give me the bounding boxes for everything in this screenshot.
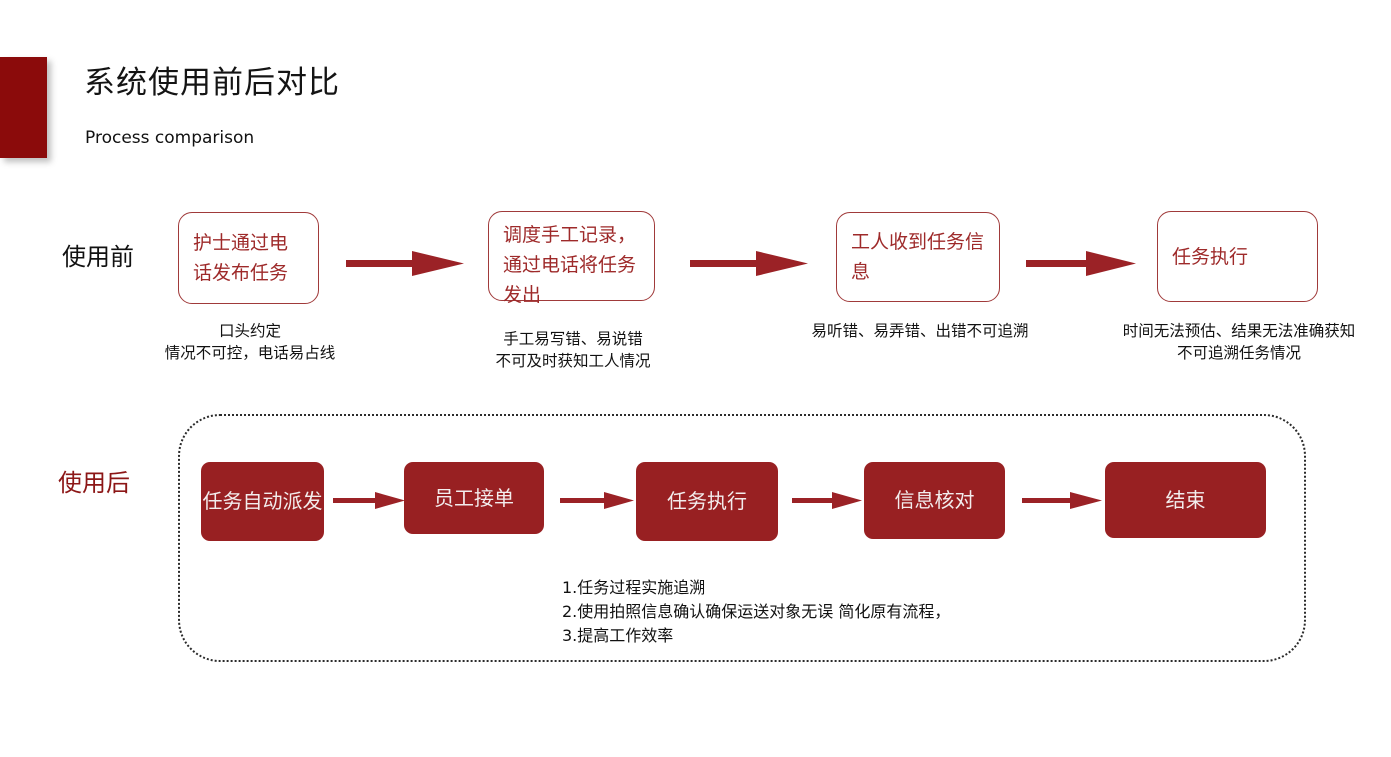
after-step-box-4[interactable]: 信息核对 xyxy=(864,462,1005,539)
before-step-caption-3: 易听错、易弄错、出错不可追溯 xyxy=(811,322,1029,340)
before-arrow-3 xyxy=(1026,251,1136,276)
before-arrow-2 xyxy=(690,251,808,276)
before-step-box-3[interactable]: 工人收到任务信息 xyxy=(836,212,1000,302)
before-step-caption-4: 时间无法预估、结果无法准确获知 不可追溯任务情况 xyxy=(1122,322,1356,362)
before-step-label-1: 护士通过电话发布任务 xyxy=(193,232,289,284)
after-benefits-list: 1.任务过程实施追溯 2.使用拍照信息确认确保运送对象无误 简化原有流程， 3.… xyxy=(562,576,950,648)
row-label-after: 使用后 xyxy=(58,469,130,497)
before-step-box-1[interactable]: 护士通过电话发布任务 xyxy=(178,212,319,304)
page-subtitle: Process comparison xyxy=(85,128,255,148)
after-step-box-5[interactable]: 结束 xyxy=(1105,462,1266,538)
before-step-caption-2: 手工易写错、易说错 不可及时获知工人情况 xyxy=(495,330,651,370)
before-step-caption-1: 口头约定 情况不可控，电话易占线 xyxy=(164,322,336,362)
after-benefit-item-3: 3.提高工作效率 xyxy=(562,626,674,645)
before-step-label-2: 调度手工记录，通过电话将任务发出 xyxy=(503,224,637,306)
before-step-label-3: 工人收到任务信息 xyxy=(851,231,985,283)
title-accent-block xyxy=(0,57,47,158)
after-step-label-5: 结束 xyxy=(1165,487,1206,512)
before-step-label-4: 任务执行 xyxy=(1172,245,1249,268)
after-arrow-1 xyxy=(333,492,405,509)
before-step-box-4[interactable]: 任务执行 xyxy=(1157,211,1318,302)
after-arrow-3 xyxy=(792,492,862,509)
after-benefit-item-1: 1.任务过程实施追溯 xyxy=(562,578,706,597)
after-flow-container xyxy=(178,414,1306,662)
after-arrow-2 xyxy=(560,492,634,509)
after-step-box-1[interactable]: 任务自动派发 xyxy=(201,462,324,541)
after-step-label-3: 任务执行 xyxy=(667,489,747,513)
after-step-box-2[interactable]: 员工接单 xyxy=(404,462,544,534)
after-step-box-3[interactable]: 任务执行 xyxy=(636,462,778,541)
page-title: 系统使用前后对比 xyxy=(84,65,340,101)
before-step-box-2[interactable]: 调度手工记录，通过电话将任务发出 xyxy=(488,211,655,306)
after-step-label-1: 任务自动派发 xyxy=(202,489,323,513)
after-step-label-2: 员工接单 xyxy=(434,485,514,510)
after-step-label-4: 信息核对 xyxy=(894,488,975,512)
after-benefit-item-2: 2.使用拍照信息确认确保运送对象无误 简化原有流程， xyxy=(562,602,951,621)
before-arrow-1 xyxy=(346,251,464,276)
row-label-before: 使用前 xyxy=(62,243,134,271)
after-arrow-4 xyxy=(1022,492,1102,509)
